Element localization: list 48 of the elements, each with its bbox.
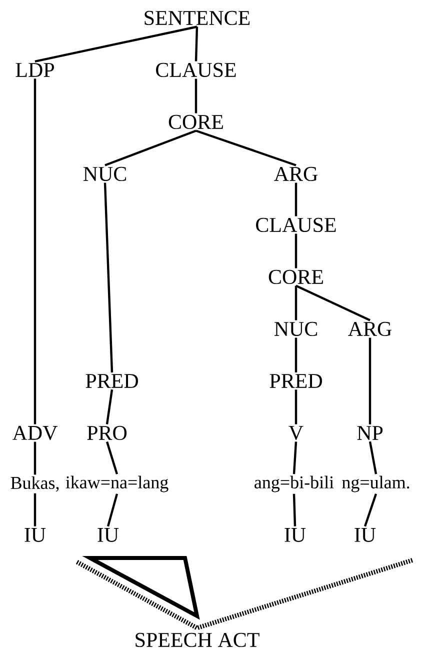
tree-node-label: CORE	[268, 270, 323, 284]
word-label: ikaw=na=lang	[66, 476, 168, 492]
tree-node-label: CORE	[168, 114, 223, 130]
tree-node-label: SENTENCE	[144, 10, 250, 26]
tree-line	[194, 26, 198, 62]
tree-node-label: CLAUSE	[256, 218, 336, 232]
tree-node-label: ARG	[348, 322, 392, 336]
tree-line	[294, 234, 298, 268]
tree-line	[294, 338, 298, 372]
tree-node-label: NUC	[274, 322, 317, 336]
tree-node-label: PRED	[270, 374, 322, 388]
word-label: Bukas,	[10, 476, 59, 492]
tree-node-label: CLAUSE	[156, 62, 236, 78]
tree-line	[292, 494, 296, 526]
tree-node-label: PRO	[87, 426, 127, 440]
tree-node-label: IU	[284, 528, 306, 542]
tree-line	[34, 26, 198, 62]
tree-line	[34, 493, 36, 526]
speech-act-label: SPEECH ACT	[136, 632, 260, 648]
tree-line	[106, 389, 114, 424]
tree-line	[34, 442, 36, 475]
tree-line	[368, 338, 372, 424]
tree-line	[294, 286, 298, 320]
tree-node-label: NUC	[83, 166, 126, 182]
tree-node-label: V	[288, 426, 304, 440]
tree-line	[296, 284, 370, 322]
tree-line	[292, 442, 298, 474]
tree-line	[364, 494, 378, 527]
tree-line	[368, 441, 378, 474]
tree-line	[196, 130, 296, 166]
tree-line	[106, 441, 118, 474]
tree-node-label: IU	[98, 528, 119, 542]
tree-line	[294, 390, 298, 424]
tree-node-label: NP	[357, 426, 383, 440]
tree-node-label: PRED	[86, 374, 138, 388]
word-label: ang=bi-bili	[254, 476, 334, 492]
tree-line	[104, 130, 196, 166]
tree-line	[194, 78, 198, 114]
tree-node-label: LDP	[16, 63, 54, 77]
tree-node-label: ADV	[12, 426, 58, 440]
tree-line	[104, 182, 114, 372]
word-label: ng=ulam.	[342, 476, 410, 492]
tree-node-label: IU	[24, 528, 46, 542]
tree-line	[34, 78, 36, 424]
tree-line	[294, 182, 298, 216]
tree-node-label: IU	[354, 528, 376, 542]
tree-line	[106, 494, 118, 527]
tree-node-label: ARG	[274, 166, 318, 182]
